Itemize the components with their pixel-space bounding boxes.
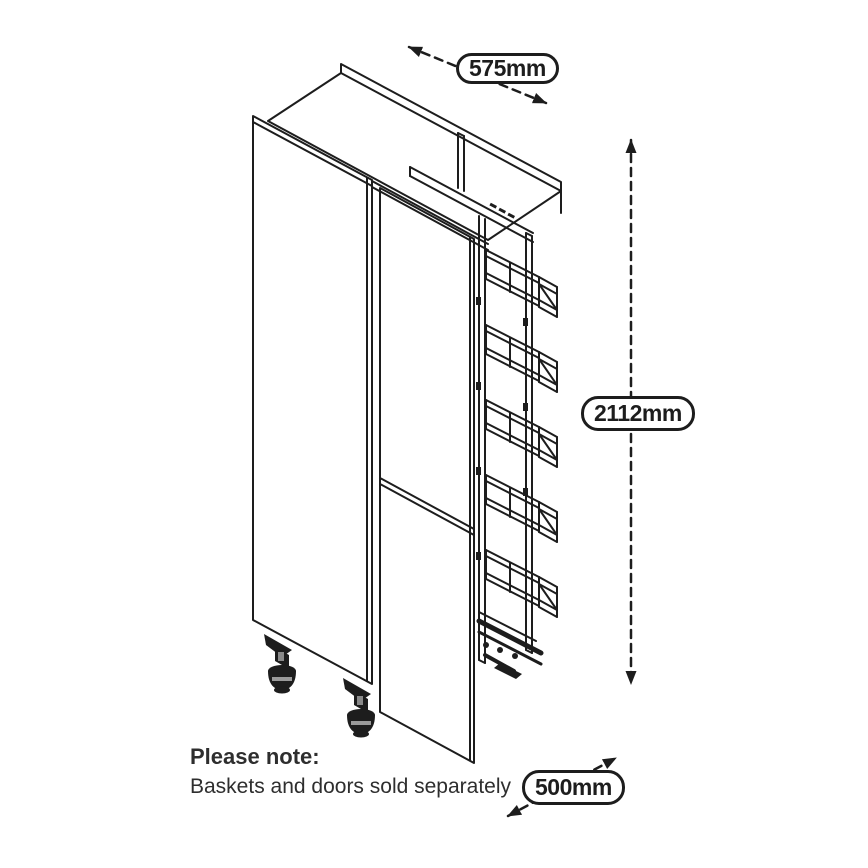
adjustable-foot-left xyxy=(263,633,297,695)
adjustable-foot-right xyxy=(342,677,376,739)
wire-basket xyxy=(485,399,558,468)
carcass-front-edge xyxy=(371,180,489,251)
bottom-slide-mechanism xyxy=(476,611,544,679)
height-dimension-value: 2112mm xyxy=(594,400,682,426)
door-left-panel xyxy=(252,115,373,685)
wire-basket xyxy=(485,474,558,543)
wire-basket xyxy=(485,249,558,318)
depth-dimension-label: 575mm xyxy=(456,53,559,84)
wire-basket xyxy=(485,549,558,618)
height-dimension-label: 2112mm xyxy=(581,396,695,431)
note-body: Baskets and doors sold separately xyxy=(190,775,512,798)
depth-dimension-value: 575mm xyxy=(469,55,546,81)
door-right-panel xyxy=(379,187,475,764)
width-dimension-value: 500mm xyxy=(535,774,612,800)
note-title: Please note: xyxy=(190,744,320,769)
note-block: Please note: Baskets and doors sold sepa… xyxy=(190,744,511,799)
pullout-frame xyxy=(409,132,534,664)
carcass-top-panel xyxy=(267,63,562,241)
wire-basket xyxy=(485,324,558,393)
wire-baskets xyxy=(485,249,558,618)
width-dimension-label: 500mm xyxy=(522,770,625,805)
